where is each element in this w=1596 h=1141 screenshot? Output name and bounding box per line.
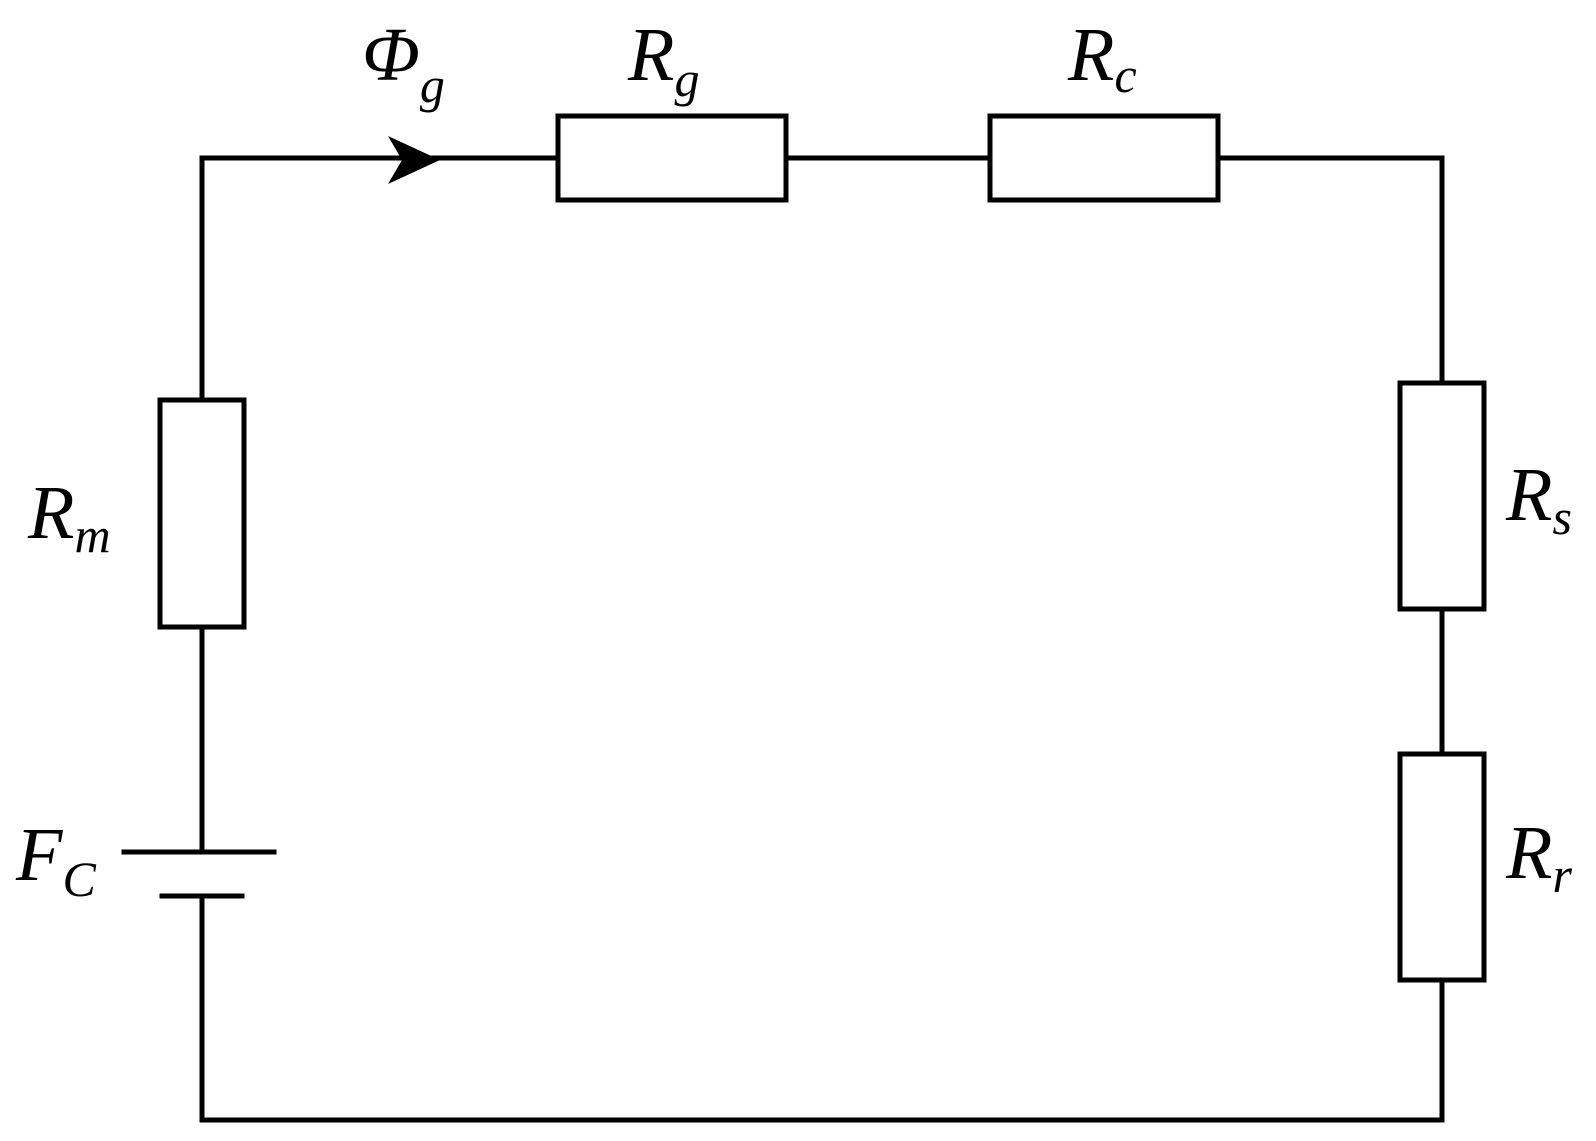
label-rs: Rs — [1505, 453, 1572, 545]
label-rg-main: R — [627, 13, 674, 97]
label-rm: Rm — [27, 471, 111, 563]
label-flux-sub: g — [420, 57, 445, 113]
label-rm-main: R — [27, 471, 74, 555]
label-flux-main: Φ — [362, 13, 420, 97]
resistor-rc — [987, 113, 1221, 203]
label-rr-sub: r — [1552, 847, 1572, 903]
label-rg: Rg — [627, 13, 699, 107]
resistor-rm — [157, 397, 247, 630]
label-rg-sub: g — [674, 51, 699, 107]
label-rm-sub: m — [74, 507, 110, 563]
label-rc-main: R — [1067, 13, 1114, 97]
label-fc-main: F — [15, 813, 64, 897]
label-flux: Φg — [362, 13, 445, 113]
label-fc: FC — [15, 813, 96, 907]
label-rs-main: R — [1505, 453, 1552, 537]
flux-arrow-icon — [388, 136, 440, 184]
label-fc-sub: C — [62, 851, 96, 907]
label-rc: Rc — [1067, 13, 1137, 103]
label-rr-main: R — [1505, 811, 1552, 895]
resistor-rs — [1397, 380, 1487, 612]
label-rr: Rr — [1505, 811, 1572, 903]
circuit-wires — [199, 155, 1445, 1123]
label-rc-sub: c — [1114, 47, 1136, 103]
mmf-source — [121, 849, 277, 899]
resistor-rg — [555, 113, 789, 203]
label-rs-sub: s — [1552, 489, 1571, 545]
resistor-rr — [1397, 751, 1487, 983]
